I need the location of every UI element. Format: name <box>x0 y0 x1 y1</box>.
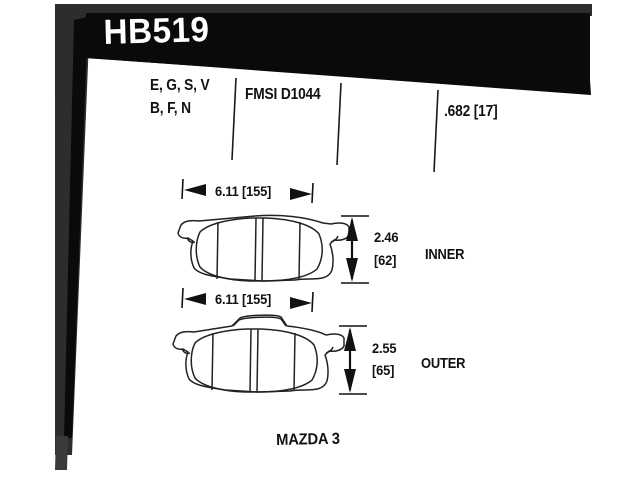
compound-codes-line2: B, F, N <box>150 100 191 117</box>
inner-height-value: 2.46 <box>374 229 399 245</box>
outer-height-bracket: [65] <box>372 362 395 378</box>
pad-shape-inner <box>177 214 350 282</box>
outer-height-dimension <box>339 325 367 395</box>
title-banner-body <box>84 13 590 93</box>
spec-divider-1 <box>231 77 237 161</box>
outer-height-value: 2.55 <box>372 340 397 356</box>
frame-left-foot <box>55 436 68 470</box>
fmsi-number: FMSI D1044 <box>245 86 321 103</box>
outer-width-label: 6.11 [155] <box>215 291 272 307</box>
pad-shape-outer <box>172 314 345 393</box>
frame-left-inner-black <box>64 17 88 438</box>
inner-pad-label: INNER <box>425 246 465 263</box>
inner-width-label: 6.11 [155] <box>215 183 272 199</box>
pad-thickness: .682 [17] <box>444 103 498 120</box>
inner-height-bracket: [62] <box>374 252 397 268</box>
spec-divider-2 <box>336 82 342 166</box>
inner-width-dimension <box>181 178 314 204</box>
outer-width-dimension <box>181 287 314 313</box>
compound-codes-line1: E, G, S, V <box>150 77 210 94</box>
page-title: HB519 <box>103 10 210 52</box>
outer-pad-label: OUTER <box>421 355 466 372</box>
spec-divider-3 <box>433 89 439 173</box>
inner-height-dimension <box>341 215 369 284</box>
vehicle-application-label: MAZDA 3 <box>276 430 340 449</box>
